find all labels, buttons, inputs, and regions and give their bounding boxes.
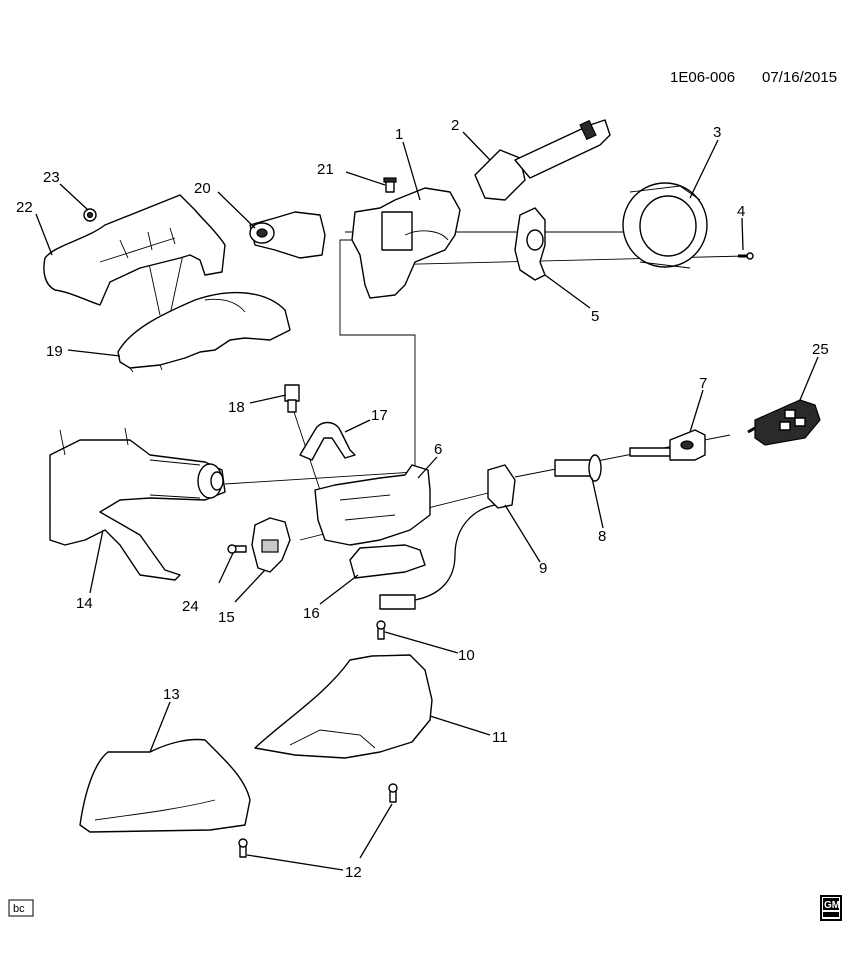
part-1-housing: [351, 187, 461, 299]
part-20-switch: [249, 211, 326, 259]
callout-16: 16: [303, 605, 320, 622]
part-11-lower-trim: [254, 654, 433, 759]
part-10-screw: [376, 620, 386, 640]
callout-2: 2: [451, 117, 459, 134]
callout-20: 20: [194, 180, 211, 197]
callout-14: 14: [76, 595, 93, 612]
document-id: 1E06-006: [670, 69, 735, 86]
callout-13: 13: [163, 686, 180, 703]
part-12-screw-a: [238, 838, 248, 858]
part-7-key: [629, 429, 706, 461]
callout-21: 21: [317, 161, 334, 178]
svg-text:GM: GM: [824, 900, 840, 911]
callout-1: 1: [395, 126, 403, 143]
part-14-column: [49, 427, 226, 581]
callout-4: 4: [737, 203, 745, 220]
callout-12: 12: [345, 864, 362, 881]
callout-22: 22: [16, 199, 33, 216]
part-13-lower-shroud: [79, 738, 251, 833]
alignment-lines: [144, 231, 746, 541]
part-3-clock-spring: [622, 182, 708, 269]
callout-25: 25: [812, 341, 829, 358]
part-25-remote: [747, 399, 821, 446]
callout-9: 9: [539, 560, 547, 577]
part-9-harness: [379, 464, 516, 610]
callout-6: 6: [434, 441, 442, 458]
callout-18: 18: [228, 399, 245, 416]
document-date: 07/16/2015: [762, 69, 837, 86]
leader-lines: [35, 131, 819, 871]
part-4-screw: [738, 252, 754, 260]
callout-17: 17: [371, 407, 388, 424]
footer-bc-label: bc: [8, 899, 34, 917]
callout-19: 19: [46, 343, 63, 360]
part-2-lever: [474, 119, 611, 201]
part-19-lower-cover: [117, 291, 291, 373]
callout-8: 8: [598, 528, 606, 545]
part-23-screw: [83, 208, 97, 222]
callout-7: 7: [699, 375, 707, 392]
part-24-screw: [227, 544, 247, 554]
callout-5: 5: [591, 308, 599, 325]
part-21-screw: [383, 177, 397, 193]
callout-24: 24: [182, 598, 199, 615]
part-18-bolt: [284, 384, 300, 413]
callout-10: 10: [458, 647, 475, 664]
callout-3: 3: [713, 124, 721, 141]
part-17-clamp: [299, 421, 356, 461]
gm-logo: GM: [820, 895, 842, 921]
callout-23: 23: [43, 169, 60, 186]
callouts: 1 2 3 4 5 6 7 8 9 10 11 12 13 14 15 16 1…: [16, 117, 829, 881]
part-8-lock-cylinder: [554, 454, 602, 482]
svg-text:bc: bc: [13, 903, 25, 915]
callout-11: 11: [492, 729, 508, 746]
part-15-switch: [251, 517, 291, 573]
part-16-bracket: [349, 544, 426, 579]
part-5-bracket: [514, 207, 546, 281]
part-22-upper-cover: [43, 194, 226, 306]
part-12-screw-b: [388, 783, 398, 803]
part-6-lock-housing: [314, 464, 431, 546]
callout-15: 15: [218, 609, 235, 626]
